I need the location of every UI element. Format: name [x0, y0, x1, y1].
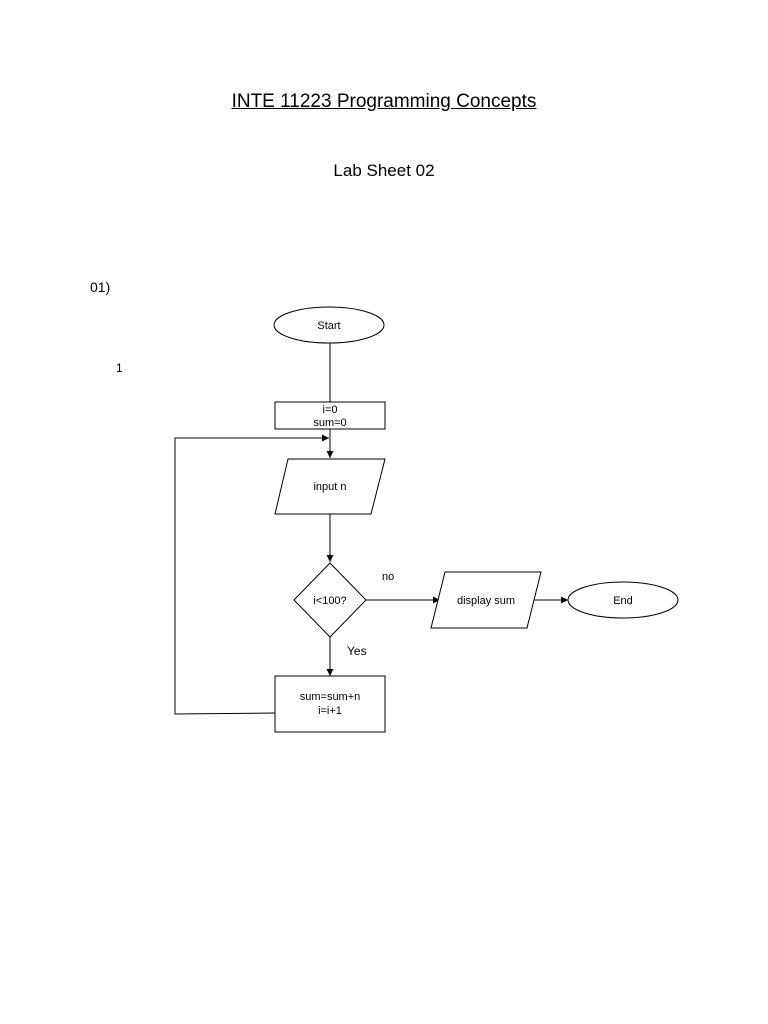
input-node: input n: [274, 458, 386, 515]
decision-node: i<100?: [293, 562, 367, 638]
connector-loop-back: [174, 434, 329, 715]
decision-label: i<100?: [313, 595, 346, 607]
document-subtitle: Lab Sheet 02: [333, 161, 435, 180]
start-node: Start: [273, 306, 385, 344]
output-node: display sum: [430, 571, 542, 629]
margin-note: 1: [116, 361, 123, 375]
end-node: End: [567, 581, 679, 619]
input-label: input n: [313, 481, 346, 493]
init-node: i=0 sum=0: [274, 401, 386, 430]
edge-label-no: no: [382, 571, 394, 583]
process-label-line2: i=i+1: [318, 705, 342, 717]
question-number: 01): [90, 279, 111, 295]
init-label-line1: i=0: [323, 404, 338, 416]
process-node: sum=sum+n i=i+1: [274, 675, 386, 733]
edge-label-yes: Yes: [347, 644, 367, 658]
process-label-line1: sum=sum+n: [300, 691, 361, 703]
start-label: Start: [317, 320, 340, 332]
init-label-line2: sum=0: [313, 417, 346, 429]
output-label: display sum: [457, 595, 515, 607]
end-label: End: [613, 595, 633, 607]
document-title: INTE 11223 Programming Concepts: [231, 91, 537, 112]
